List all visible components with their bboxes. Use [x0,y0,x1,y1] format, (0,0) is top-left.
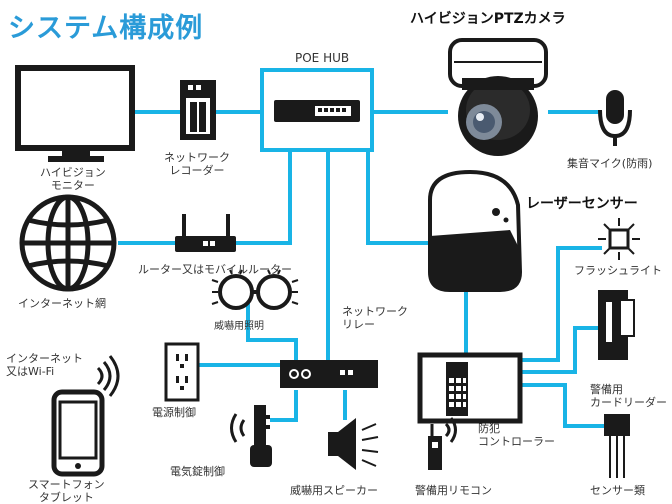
lock-label: 電気錠制御 [170,465,225,478]
hub-label: POE HUB [295,51,350,65]
ptz-camera-label: ハイビジョンPTZカメラ [410,11,566,27]
link-controller-reader [520,326,600,374]
warning-light-icon [211,269,299,310]
network-links [118,68,604,428]
relay-label: ネットワーク リレー [342,305,408,331]
link-controller-flash [520,246,602,362]
laser-sensor-icon [428,169,523,292]
sensors-label: センサー類 [590,484,645,497]
wifi-label: インターネット 又はWi-Fi [6,352,83,378]
link-relay-lock [270,390,298,422]
globe-icon [19,194,117,292]
hub-frame [260,68,374,152]
ptz-camera-icon [448,38,548,156]
mic-label: 集音マイク(防雨) [567,157,653,170]
controller-label: 防犯 コントローラー [478,422,555,448]
link-relay-light [246,290,298,360]
relay-icon [280,360,378,388]
smartphone-icon [51,389,105,477]
key-lock-icon [230,405,272,467]
router-icon [175,214,236,252]
sensor-icon [604,414,630,478]
wifi-icon [96,355,120,397]
monitor-icon [15,65,135,162]
recorder-icon [180,80,216,140]
controller-icon [417,352,523,424]
card-reader-icon [598,290,635,360]
speaker-label: 威嚇用スピーカー [290,484,378,497]
page-title: システム構成例 [8,13,204,44]
flashlight-icon [598,218,640,260]
hub-device [274,100,360,122]
flash-label: フラッシュライト [574,264,662,277]
monitor-label: ハイビジョン モニター [40,166,106,192]
smartphone-label: スマートフォン タブレット [28,478,105,504]
link-controller-sensors [520,383,604,428]
card-reader-label: 警備用 カードリーダー [590,383,667,409]
remote-icon [428,417,457,470]
speaker-icon [328,418,379,470]
outlet-icon [164,342,200,402]
power-label: 電源制御 [152,406,196,419]
warn-light-label: 威嚇用照明 [214,321,264,332]
link-hub-router [236,150,292,245]
router-label: ルーター又はモバイルルーター [138,263,292,276]
laser-sensor-label: レーザーセンサー [526,196,638,212]
internet-label: インターネット網 [18,297,106,310]
remote-label: 警備用リモコン [415,484,492,497]
mic-icon [598,90,632,146]
link-hub-laser [366,150,430,245]
recorder-label: ネットワーク レコーダー [164,151,230,177]
